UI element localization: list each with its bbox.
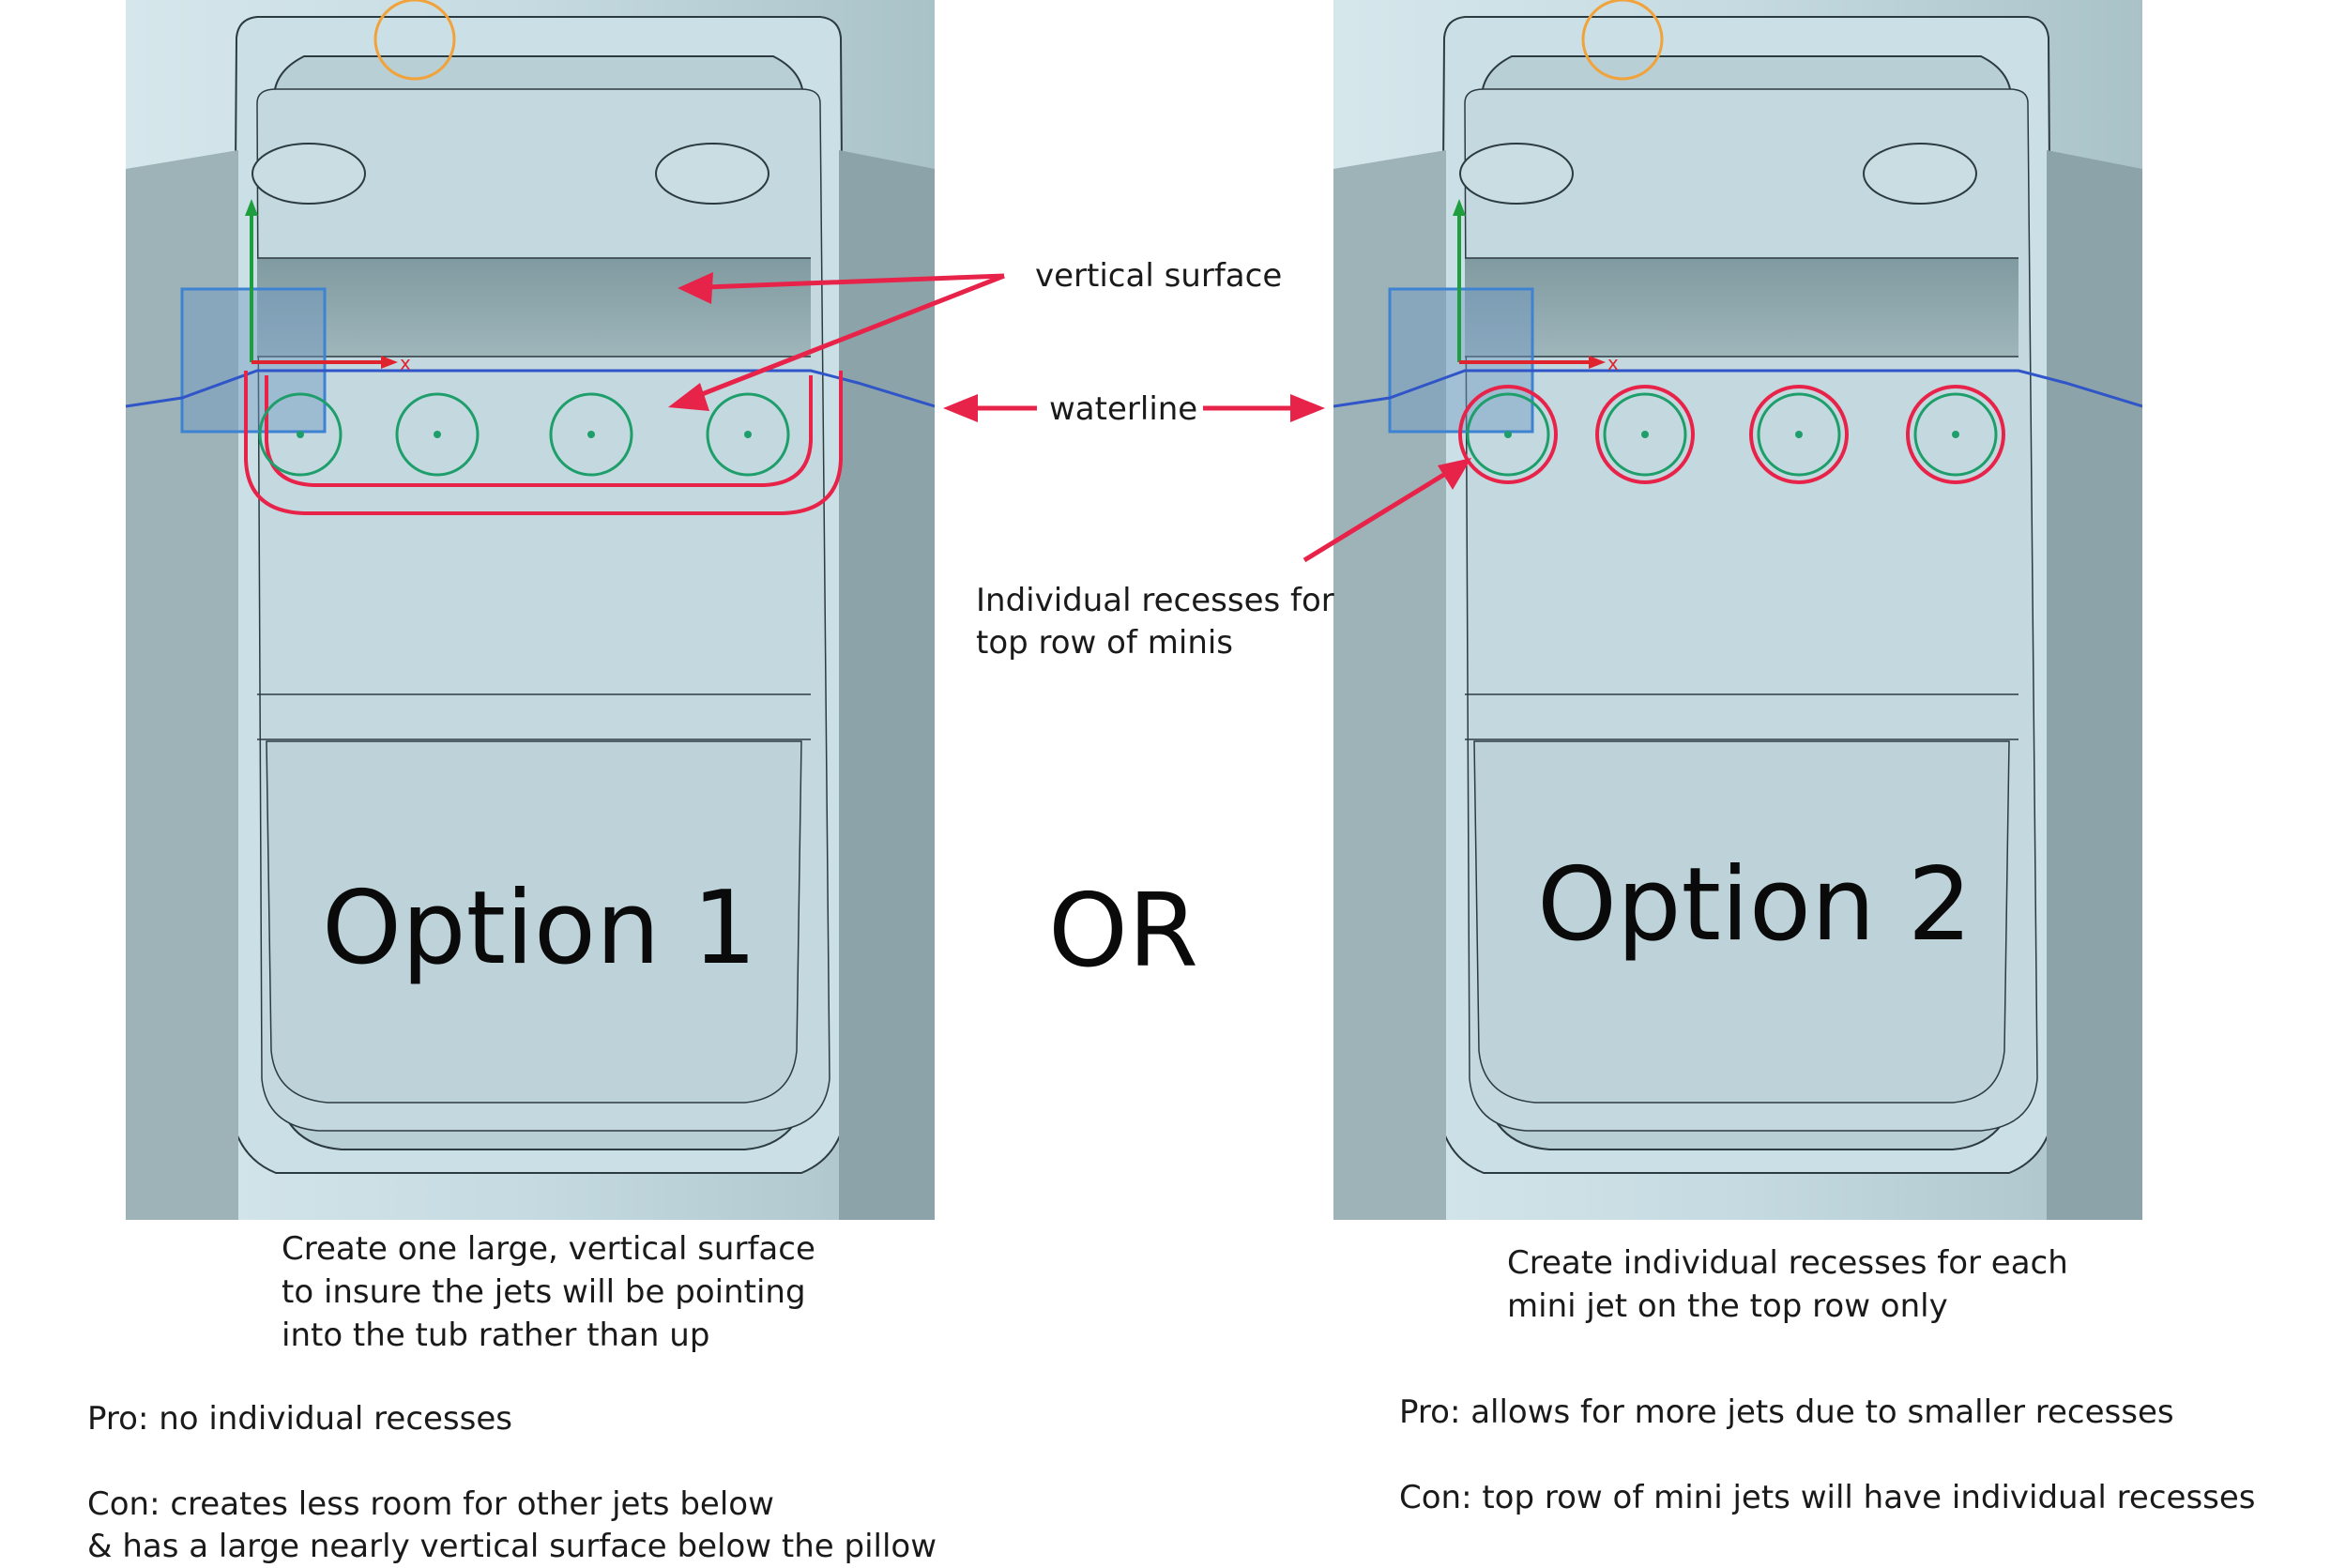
option1-title: Option 1: [322, 870, 757, 987]
option1-con-line: & has a large nearly vertical surface be…: [87, 1528, 937, 1565]
recess-label-line1: Individual recesses for: [976, 582, 1334, 619]
option2-desc-line: mini jet on the top row only: [1507, 1287, 1948, 1325]
option1-pro: Pro: no individual recesses: [87, 1400, 512, 1438]
option1-desc-line: into the tub rather than up: [282, 1317, 710, 1354]
waterline-label: waterline: [1049, 390, 1198, 428]
option1-con-line: Con: creates less room for other jets be…: [87, 1485, 774, 1523]
option2-jets: [1458, 385, 2005, 484]
vertical-surface-label: vertical surface: [1035, 257, 1283, 295]
option2-con: Con: top row of mini jets will have indi…: [1399, 1479, 2256, 1516]
option2-desc-line: Create individual recesses for each: [1507, 1244, 2068, 1282]
option1-jets: [258, 392, 790, 477]
option1-desc-line: Create one large, vertical surface: [282, 1230, 815, 1268]
option2-pro: Pro: allows for more jets due to smaller…: [1399, 1393, 2174, 1431]
option1-desc-line: to insure the jets will be pointing: [282, 1273, 806, 1311]
option2-cad-view: x: [1333, 0, 2142, 1220]
option2-title: Option 2: [1537, 846, 1973, 964]
recess-label-line2: top row of minis: [976, 624, 1234, 662]
x-axis-label: x: [400, 352, 411, 374]
option1-cad-view: x: [126, 0, 935, 1220]
x-axis-label: x: [1607, 352, 1619, 374]
or-label: OR: [1048, 873, 1199, 990]
